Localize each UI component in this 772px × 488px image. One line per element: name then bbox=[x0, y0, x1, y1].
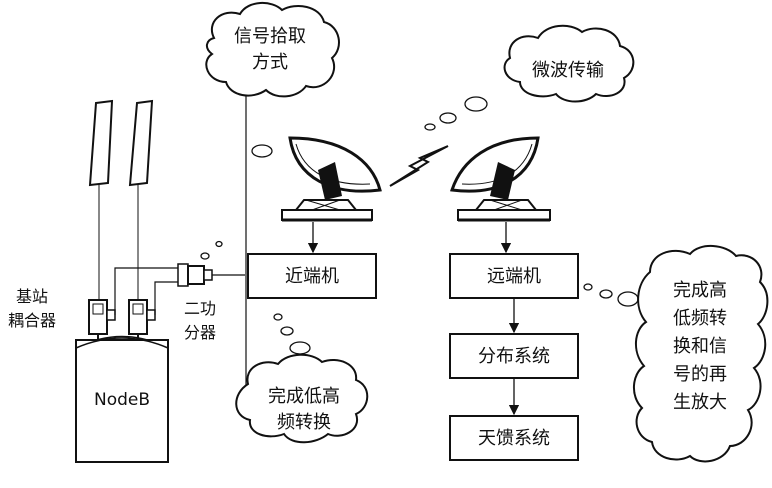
cloud-low-high-conversion: 完成低高 频转换 bbox=[235, 353, 369, 444]
cloud-high-low-regeneration: 完成高 低频转 换和信 号的再 生放大 bbox=[633, 245, 769, 463]
svg-text:号的再: 号的再 bbox=[673, 364, 727, 385]
bubble-dots-lower bbox=[273, 283, 639, 355]
cloud-signal-pickup: 信号拾取 方式 bbox=[205, 2, 340, 98]
base-coupler-2 bbox=[128, 299, 156, 340]
base-coupler-1 bbox=[88, 299, 116, 340]
antenna-feed-system-box: 天馈系统 bbox=[449, 415, 579, 461]
power-splitter bbox=[177, 263, 245, 287]
distribution-system-box: 分布系统 bbox=[449, 333, 579, 379]
nodeb-label: NodeB bbox=[94, 390, 150, 410]
svg-text:完成低高: 完成低高 bbox=[268, 386, 340, 407]
far-end-unit-box: 远端机 bbox=[449, 253, 579, 299]
svg-text:完成高: 完成高 bbox=[673, 280, 727, 301]
svg-text:远端机: 远端机 bbox=[487, 266, 541, 287]
base-station-antenna-1 bbox=[88, 99, 114, 300]
svg-text:分布系统: 分布系统 bbox=[478, 346, 550, 367]
svg-text:方式: 方式 bbox=[252, 52, 288, 73]
svg-text:信号拾取: 信号拾取 bbox=[234, 26, 306, 47]
svg-text:生放大: 生放大 bbox=[673, 392, 727, 413]
svg-text:微波传输: 微波传输 bbox=[532, 60, 604, 81]
near-end-dish bbox=[281, 136, 382, 222]
base-coupler-label: 基站 耦合器 bbox=[8, 287, 56, 330]
bubble-dots-splitter bbox=[200, 240, 223, 260]
svg-text:天馈系统: 天馈系统 bbox=[478, 428, 550, 449]
svg-text:换和信: 换和信 bbox=[673, 336, 727, 357]
splitter-label: 二功 分器 bbox=[184, 299, 221, 342]
base-station-antenna-2 bbox=[128, 99, 154, 300]
microwave-link-lightning bbox=[389, 145, 449, 187]
nodeb-cabinet: NodeB bbox=[75, 335, 169, 463]
bubble-dots-top bbox=[251, 96, 488, 158]
flow-arrows bbox=[307, 222, 520, 416]
svg-text:频转换: 频转换 bbox=[277, 412, 331, 433]
far-end-dish bbox=[450, 136, 551, 222]
cloud-microwave-transmission: 微波传输 bbox=[503, 24, 635, 103]
coupler-wiring bbox=[114, 267, 178, 315]
svg-text:低频转: 低频转 bbox=[673, 308, 727, 329]
svg-text:近端机: 近端机 bbox=[285, 266, 339, 287]
near-end-unit-box: 近端机 bbox=[247, 253, 377, 299]
